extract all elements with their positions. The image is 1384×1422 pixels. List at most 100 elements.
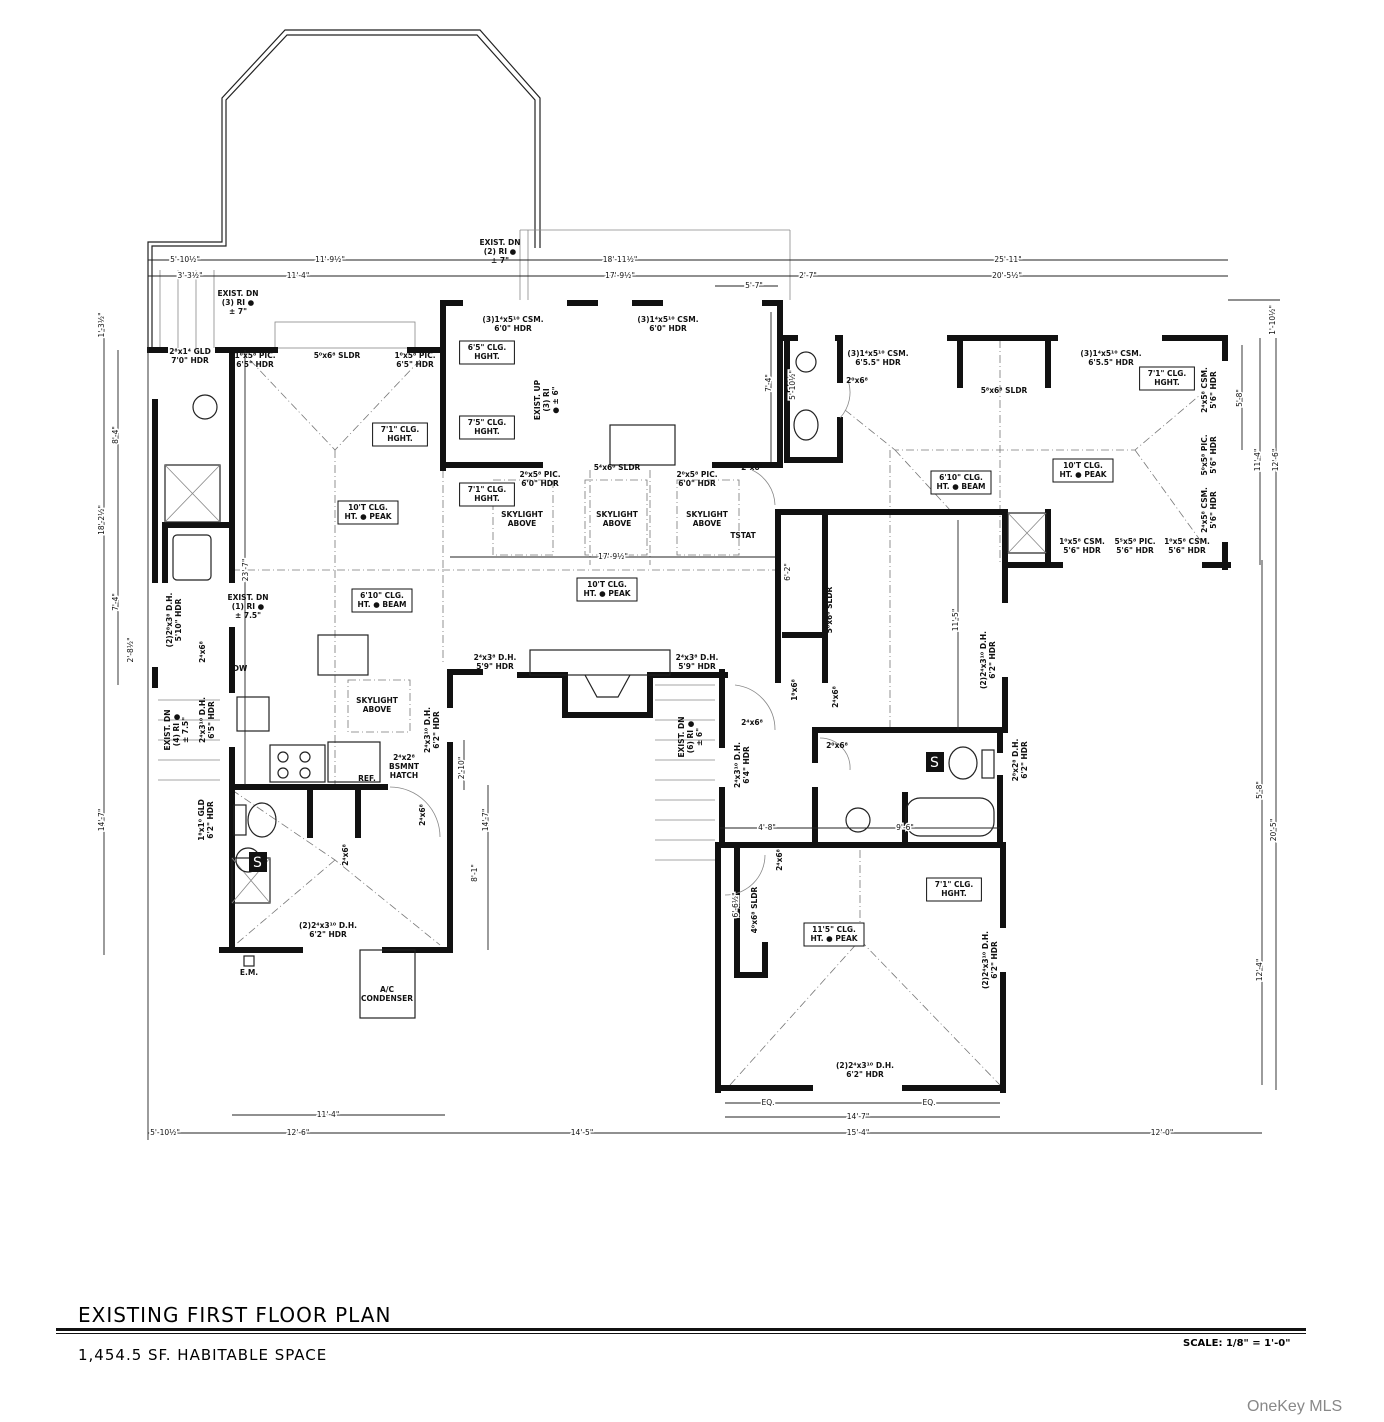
- plan-label: 6'5" CLG.HGHT.: [459, 340, 515, 365]
- plan-label: 2⁴x5⁸ CSM.5'6" HDR: [1200, 487, 1218, 533]
- label-line: 6'5" HDR: [396, 360, 434, 369]
- plan-label: 2⁴x6⁸: [831, 686, 840, 708]
- label-line: HGHT.: [474, 494, 500, 503]
- label-line: 5⁰x5⁸ PIC.: [1200, 434, 1209, 475]
- label-line: 5'6" HDR: [1168, 546, 1206, 555]
- label-line: 2⁴x6⁸: [741, 463, 763, 472]
- title-rule: [56, 1328, 1306, 1331]
- label-line: 10'T CLG.: [348, 503, 388, 512]
- dimension-text: 2'-8½": [126, 637, 135, 662]
- dimension-labels: 5'-10½"3'-3½"11'-9½"11'-4"18'-11½"17'-9½…: [96, 254, 1282, 1139]
- plan-label: 2⁰x5⁸ PIC.6'0" HDR: [676, 470, 717, 488]
- label-line: BSMNT: [389, 762, 420, 771]
- dimension-text: 5'-7": [745, 281, 763, 290]
- label-line: 2⁴x6⁸: [741, 718, 763, 727]
- label-line: 2⁴x3⁸ D.H.: [676, 653, 719, 662]
- label-line: 5⁵x5⁸ PIC.: [1114, 537, 1155, 546]
- dimension-text: 5'-10½": [150, 1128, 180, 1137]
- label-line: 2⁴x3¹⁰ D.H.: [198, 697, 207, 743]
- title-rule-thin: [56, 1333, 1306, 1334]
- label-line: 6'5.5" HDR: [855, 358, 901, 367]
- ceiling-height-box: [459, 415, 515, 440]
- label-line: TSTAT: [730, 531, 756, 540]
- plan-label: 1⁰x5⁸ PIC.6'5" HDR: [394, 351, 435, 369]
- plan-label: 2⁸x2⁸ D.H.6'2" HDR: [1011, 739, 1029, 782]
- label-line: HT. ● PEAK: [344, 512, 392, 521]
- dimension-text: 9'-6": [896, 823, 914, 832]
- plan-label: TSTAT: [730, 531, 756, 540]
- label-line: CONDENSER: [361, 994, 413, 1003]
- plan-label: (3)1⁴x5¹⁰ CSM.6'0" HDR: [482, 315, 543, 333]
- label-line: 6'5" HDR: [236, 360, 274, 369]
- dimension-text: 14'-7": [481, 809, 490, 832]
- ac-condenser: [359, 949, 416, 1019]
- label-line: 6'2" HDR: [988, 641, 997, 679]
- label-line: ± 7": [229, 307, 247, 316]
- label-line: 2⁴x6⁸: [198, 641, 207, 663]
- fan-icon: [926, 752, 944, 772]
- dimension-text: 12'-6": [1271, 449, 1280, 472]
- label-line: 2⁴x5⁸ CSM.: [1200, 487, 1209, 533]
- ceiling-height-box: [930, 470, 992, 495]
- dimension-text: 11'-9½": [315, 255, 345, 264]
- ceiling-height-box: [459, 482, 515, 507]
- label-line: (2)2⁴x3¹⁰ D.H.: [981, 931, 990, 989]
- plan-label: 5⁵x5⁸ PIC.5'6" HDR: [1114, 537, 1155, 555]
- label-line: 5'6" HDR: [1209, 491, 1218, 529]
- label-line: 5'6" HDR: [1116, 546, 1154, 555]
- ceiling-height-box: [351, 588, 413, 613]
- ceiling-height-box: [576, 577, 638, 602]
- label-line: 5'6" HDR: [1209, 436, 1218, 474]
- plan-label: 7'5" CLG.HGHT.: [459, 415, 515, 440]
- label-line: 6'2" HDR: [309, 930, 347, 939]
- plan-label: EXIST. DN(4) RI ●± 7.5": [163, 709, 190, 750]
- label-line: HGHT.: [1154, 378, 1180, 387]
- label-line: HGHT.: [474, 427, 500, 436]
- label-line: 6'2" HDR: [846, 1070, 884, 1079]
- label-line: 5'9" HDR: [476, 662, 514, 671]
- plan-label: 1⁸x6⁸: [790, 679, 799, 701]
- plan-label: 2⁰x5⁸ PIC.6'0" HDR: [519, 470, 560, 488]
- label-line: 6'4" HDR: [742, 746, 751, 784]
- dimension-text: 1'-3½": [97, 312, 106, 337]
- dimension-text: 17'-9½": [598, 552, 628, 561]
- dimension-text: 6'-2": [783, 563, 792, 581]
- label-line: ABOVE: [508, 519, 537, 528]
- label-line: 6'0" HDR: [649, 324, 687, 333]
- label-line: HT. ● PEAK: [583, 589, 631, 598]
- plan-label: 2⁴x6⁸: [198, 641, 207, 663]
- dimension-text: 14'-5": [571, 1128, 594, 1137]
- label-line: 2⁴x6⁸: [341, 844, 350, 866]
- plan-label: 2⁴x6⁸: [418, 804, 427, 826]
- plan-label: 5⁰x6⁸ SLDR: [314, 351, 361, 360]
- plan-label: EXIST. DN(3) RI ●± 7": [217, 289, 258, 316]
- dimension-text: 12'-0": [1151, 1128, 1174, 1137]
- label-line: EXIST. DN: [677, 716, 686, 757]
- label-line: SKYLIGHT: [501, 510, 544, 519]
- label-line: 2⁰x6⁸: [826, 741, 848, 750]
- plan-label: (2)2⁴x3¹⁰ D.H.6'2" HDR: [979, 631, 997, 689]
- label-line: 6'10" CLG.: [939, 473, 983, 482]
- plan-label: 1⁰x5⁸ PIC.6'5" HDR: [234, 351, 275, 369]
- plan-label: EXIST. DN(1) RI ●± 7.5": [227, 593, 268, 620]
- dimension-text: 18'-11½": [603, 255, 638, 264]
- label-line: (3)1⁴x5¹⁰ CSM.: [637, 315, 698, 324]
- label-line: 2⁴x2⁸: [393, 753, 415, 762]
- label-line: 7'1" CLG.: [935, 880, 974, 889]
- drawing-scale: SCALE: 1/8" = 1'-0": [1183, 1338, 1291, 1349]
- plan-label: 11'5" CLG.HT. ● PEAK: [803, 922, 865, 947]
- plan-label: 5⁰x5⁸ PIC.5'6" HDR: [1200, 434, 1218, 475]
- label-line: HGHT.: [387, 434, 413, 443]
- dimension-text: 15'-4": [847, 1128, 870, 1137]
- label-line: (2) RI ●: [484, 247, 517, 256]
- label-line: ABOVE: [693, 519, 722, 528]
- plan-label: 6'10" CLG.HT. ● BEAM: [930, 470, 992, 495]
- label-line: 6'2" HDR: [432, 711, 441, 749]
- label-line: 5⁰x6⁸ SLDR: [314, 351, 361, 360]
- label-line: 1⁰x5⁸ CSM.: [1059, 537, 1105, 546]
- label-line: 2⁰x5⁸ PIC.: [519, 470, 560, 479]
